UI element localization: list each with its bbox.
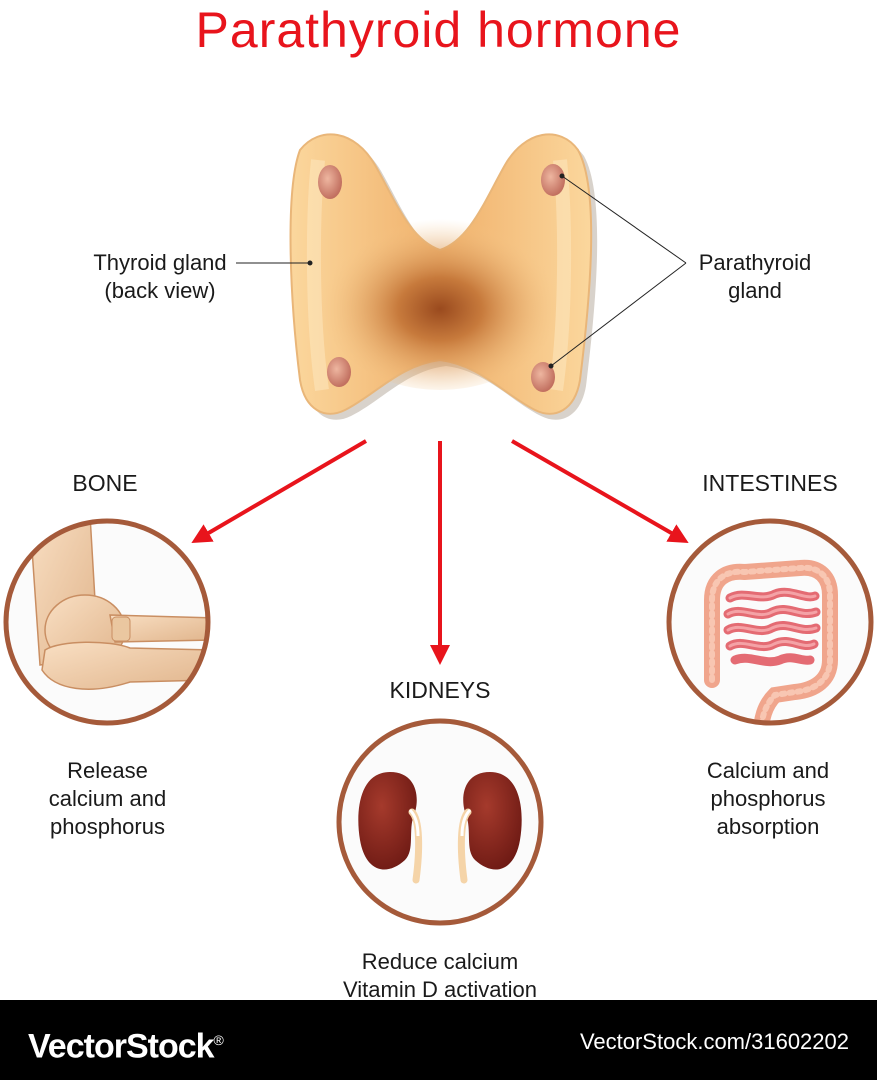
bone-title: BONE xyxy=(72,470,138,496)
bone-effect: Release calcium and phosphorus xyxy=(48,758,167,839)
kidneys-illustration xyxy=(336,718,544,926)
watermark-bar: VectorStock® VectorStock.com/31602202 xyxy=(0,1000,877,1080)
registered-mark: ® xyxy=(213,1032,224,1048)
kidneys-effect: Reduce calcium Vitamin D activation xyxy=(342,949,537,1002)
parathyroid-gland-label: Parathyroid gland xyxy=(698,250,812,303)
leader-lines xyxy=(236,173,687,369)
arrow-to-intestines xyxy=(510,439,689,544)
parathyroid-gland-icon xyxy=(318,164,565,392)
stock-id-url: VectorStock.com/31602202 xyxy=(579,1029,849,1054)
thyroid-gland-label: Thyroid gland (back view) xyxy=(93,250,227,303)
intestines-effect: Calcium and phosphorus absorption xyxy=(706,758,830,839)
brand-name: VectorStock xyxy=(28,1027,215,1066)
arrows xyxy=(191,439,689,665)
arrow-to-bone xyxy=(191,439,368,544)
bone-illustration xyxy=(3,518,211,726)
kidneys-title: KIDNEYS xyxy=(389,677,491,703)
diagram-art xyxy=(3,133,874,926)
intestines-illustration xyxy=(666,518,874,726)
intestines-title: INTESTINES xyxy=(702,470,838,496)
page-title: Parathyroid hormone xyxy=(195,2,682,58)
vectorstock-logo: VectorStock® xyxy=(28,1020,224,1066)
